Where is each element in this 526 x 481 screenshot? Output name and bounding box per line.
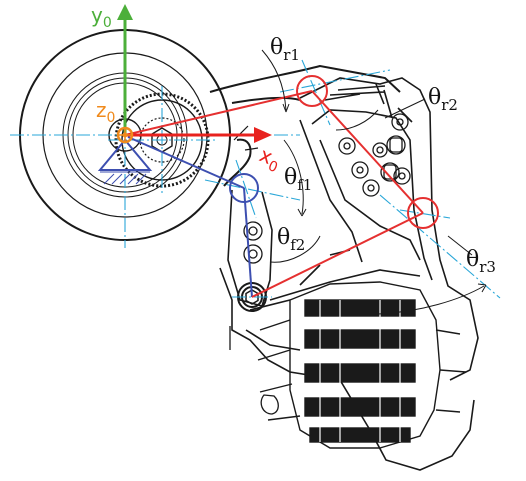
- angle-label-theta-r2: θr2: [428, 85, 458, 114]
- arc-theta-r3: [377, 285, 485, 315]
- z-axis-label: z0: [96, 98, 115, 126]
- wheel-tread-lines: [319, 300, 401, 442]
- leader-theta-r2: [384, 98, 426, 119]
- front-link-plate: [227, 189, 273, 307]
- bolt-3: [362, 179, 380, 197]
- rear-link-lower-to-pivot: [251, 212, 424, 298]
- coordinate-frame: [116, 4, 272, 144]
- rear-top-joint: [296, 75, 328, 107]
- front-link-hub-to-joint: [127, 136, 245, 189]
- front-joint-centerline-v: [235, 159, 257, 219]
- bolt-6: [372, 142, 388, 158]
- arc-theta-f1-end: [297, 208, 307, 217]
- wheel-outline: [289, 281, 441, 449]
- arc-theta-r3-end: [477, 283, 487, 293]
- front-joint-centerline: [204, 179, 301, 201]
- upper-arm-edge: [233, 125, 259, 151]
- leader-theta-r3: [447, 235, 473, 256]
- front-link-joint-to-pivot: [243, 187, 253, 298]
- wheel: [257, 281, 467, 449]
- rear-plate-ridges: [324, 83, 413, 123]
- arc-theta-r2: [335, 109, 379, 131]
- wheel-tread-4: [304, 397, 416, 417]
- lower-plate-ridges: [245, 249, 421, 351]
- rear-linkage: [124, 75, 439, 298]
- top-joint-centerline-h: [279, 69, 391, 93]
- bolt-1: [338, 137, 356, 155]
- angle-label-theta-f2: θf2: [277, 225, 305, 254]
- angle-label-theta-r3: θr3: [466, 247, 496, 276]
- hub-ground-support: [97, 138, 153, 185]
- bolt-9: [386, 135, 406, 155]
- arc-theta-f2: [269, 235, 321, 263]
- arc-theta-f1: [283, 139, 304, 215]
- centerlines: [10, 20, 501, 299]
- angle-label-theta-r1: θr1: [270, 35, 300, 64]
- front-upper-joint: [229, 173, 259, 203]
- lower-side-tab: [229, 326, 279, 415]
- bolt-8: [243, 244, 263, 264]
- middle-plate: [299, 119, 421, 263]
- support-triangle: [97, 138, 153, 171]
- bolt-7: [243, 221, 263, 241]
- x-axis-arrowhead: [254, 127, 272, 143]
- support-hatch: [100, 171, 150, 185]
- y-axis-label: y0: [91, 3, 112, 31]
- rear-lower-centerline: [379, 194, 501, 299]
- angle-label-theta-f1: θf1: [284, 165, 312, 194]
- wheel-tread-5: [309, 427, 411, 443]
- wheel-tread-1: [304, 299, 416, 317]
- rear-link-top-to-lower: [311, 90, 424, 214]
- arc-theta-r1-end: [282, 103, 290, 113]
- wheel-tread-3: [304, 363, 416, 383]
- y-axis-arrowhead: [117, 4, 133, 20]
- bolt-5: [393, 167, 411, 185]
- front-linkage: [127, 136, 259, 298]
- arc-theta-r1: [261, 49, 287, 111]
- rear-link-hub-to-top: [124, 90, 313, 136]
- rear-plate-outline: [299, 77, 479, 381]
- wheel-tread-2: [304, 329, 416, 349]
- rear-lower-joint: [407, 197, 439, 229]
- bolt-10: [380, 162, 400, 182]
- x-axis-label: x0: [255, 142, 285, 176]
- wheel-side: [257, 319, 467, 421]
- bolt-2: [351, 161, 369, 179]
- bolt-4: [391, 113, 409, 131]
- top-joint-centerline-v: [301, 59, 331, 126]
- angle-arcs: [261, 49, 487, 315]
- upper-arm-plate: [209, 64, 401, 187]
